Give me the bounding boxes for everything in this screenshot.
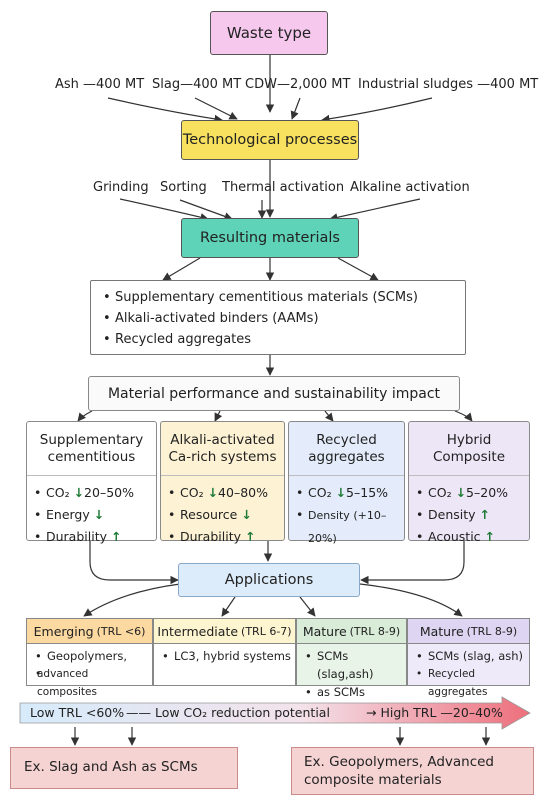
trl-mature1-line2: as SCMs <box>303 683 402 701</box>
trl-intermediate-body: LC3, hybrid systems <box>153 644 296 686</box>
trl-intermediate-header: Intermediate(TRL 6-7) <box>153 618 296 644</box>
process-alkaline-activation: Alkaline activation <box>350 180 470 195</box>
applications-box: Applications <box>178 563 360 597</box>
trl-mature-header-2: Mature(TRL 8-9) <box>407 618 530 644</box>
process-sorting: Sorting <box>160 180 207 195</box>
category-hybrid-card: Hybrid Composite CO₂ ↓5–20% Density ↑ Ac… <box>408 421 530 548</box>
resulting-materials-list-box: Supplementary cementitious materials (SC… <box>90 280 466 355</box>
category-alkali-durability: Durability ↑ <box>166 526 280 548</box>
category-hybrid-co2: CO₂ ↓5–20% <box>414 482 525 504</box>
category-scm-card: Supplementary cementitious CO₂ ↓20–50% E… <box>26 421 157 548</box>
scale-middle-label: —— Low CO₂ reduction potential <box>126 705 330 720</box>
trl-intermediate-line1: LC3, hybrid systems <box>160 647 291 665</box>
example-left-box: Ex. Slag and Ash as SCMs <box>10 747 238 789</box>
category-hybrid-density: Density ↑ <box>414 504 525 526</box>
example-right-line1: Ex. Geopolymers, Advanced <box>304 754 495 770</box>
category-recycled-co2: CO₂ ↓5–15% <box>294 482 400 504</box>
category-hybrid-title-line1: Hybrid <box>446 431 492 448</box>
category-scm-title-line2: cementitious <box>47 448 136 465</box>
scale-high-label: → High TRL —20–40% <box>366 705 503 720</box>
trl-mature-body-1: SCMs (slag,ash) as SCMs <box>296 644 407 701</box>
resulting-materials-box: Resulting materials <box>181 218 359 258</box>
resulting-item-aams: Alkali-activated binders (AAMs) <box>101 308 465 329</box>
category-recycled-density: Density (+10–20%) <box>294 504 400 550</box>
waste-item-sludges: Industrial sludges —400 MT <box>358 77 539 92</box>
trl-emerging-body: Geopolymers, advanced composites <box>26 644 153 698</box>
trl-emerging-line1: Geopolymers, <box>33 647 148 665</box>
processes-box: Technological processes <box>181 120 359 160</box>
waste-item-ash: Ash —400 MT <box>55 77 145 92</box>
density-up-arrow-icon: ↑ <box>479 507 490 522</box>
category-recycled-title-line1: Recycled <box>316 431 377 448</box>
resulting-materials-title: Resulting materials <box>200 230 340 246</box>
co2-down-arrow-icon: ↓ <box>73 485 85 500</box>
trl-mature2-line1: SCMs (slag, ash) <box>414 647 525 665</box>
waste-item-cdw: CDW—2,000 MT <box>245 77 351 92</box>
co2-down-arrow-icon: ↓ <box>455 485 467 500</box>
category-alkali-resource: Resource ↓ <box>166 504 280 526</box>
resulting-item-recycled: Recycled aggregates <box>101 329 465 350</box>
durability-up-arrow-icon: ↑ <box>244 529 256 544</box>
impact-box: Material performance and sustainability … <box>88 376 460 411</box>
energy-down-arrow-icon: ↓ <box>93 507 105 522</box>
trl-mature1-line1: SCMs (slag,ash) <box>303 647 402 683</box>
impact-title: Material performance and sustainability … <box>107 385 441 402</box>
resource-down-arrow-icon: ↓ <box>241 507 252 522</box>
category-hybrid-acoustic: Acoustic ↑ <box>414 526 525 548</box>
trl-scale-arrow <box>19 696 531 730</box>
applications-title: Applications <box>224 572 314 588</box>
process-thermal-activation: Thermal activation <box>222 180 345 195</box>
category-recycled-title-line2: aggregates <box>308 448 385 465</box>
scale-low-label: Low TRL <60% <box>30 705 125 720</box>
example-left-text: Ex. Slag and Ash as SCMs <box>24 759 198 775</box>
waste-item-slag: Slag—400 MT <box>152 77 242 92</box>
example-right-box: Ex. Geopolymers, Advanced composite mate… <box>291 747 534 795</box>
category-hybrid-title-line2: Composite <box>432 448 506 465</box>
resulting-item-scms: Supplementary cementitious materials (SC… <box>101 287 465 308</box>
category-scm-co2: CO₂ ↓20–50% <box>32 482 152 504</box>
acoustic-up-arrow-icon: ↑ <box>484 529 496 544</box>
trl-emerging-header: Emerging(TRL <6) <box>26 618 153 644</box>
category-alkali-co2: CO₂ ↓40–80% <box>166 482 280 504</box>
waste-type-title: Waste type <box>226 24 312 42</box>
durability-up-arrow-icon: ↑ <box>110 529 122 544</box>
co2-down-arrow-icon: ↓ <box>207 485 219 500</box>
trl-mature-header-1: Mature(TRL 8-9) <box>296 618 407 644</box>
processes-title: Technological processes <box>182 132 358 148</box>
trl-mature-body-2: SCMs (slag, ash) Recycled aggregates <box>407 644 530 698</box>
category-scm-durability: Durability ↑ <box>32 526 152 548</box>
process-grinding: Grinding <box>93 180 149 195</box>
co2-down-arrow-icon: ↓ <box>335 485 347 500</box>
category-alkali-title-line1: Alkali-activated <box>170 431 275 448</box>
trl-emerging-line2: advanced composites <box>33 665 148 701</box>
waste-type-box: Waste type <box>210 11 328 55</box>
example-right-line2: composite materials <box>304 772 442 788</box>
category-scm-title-line1: Supplementary <box>39 431 144 448</box>
category-recycled-card: Recycled aggregates CO₂ ↓5–15% Density (… <box>288 421 405 545</box>
category-alkali-title-line2: Ca-rich systems <box>168 448 277 465</box>
trl-mature2-line2: Recycled aggregates <box>414 665 525 701</box>
category-alkali-card: Alkali-activated Ca-rich systems CO₂ ↓40… <box>160 421 285 548</box>
category-scm-energy: Energy ↓ <box>32 504 152 526</box>
